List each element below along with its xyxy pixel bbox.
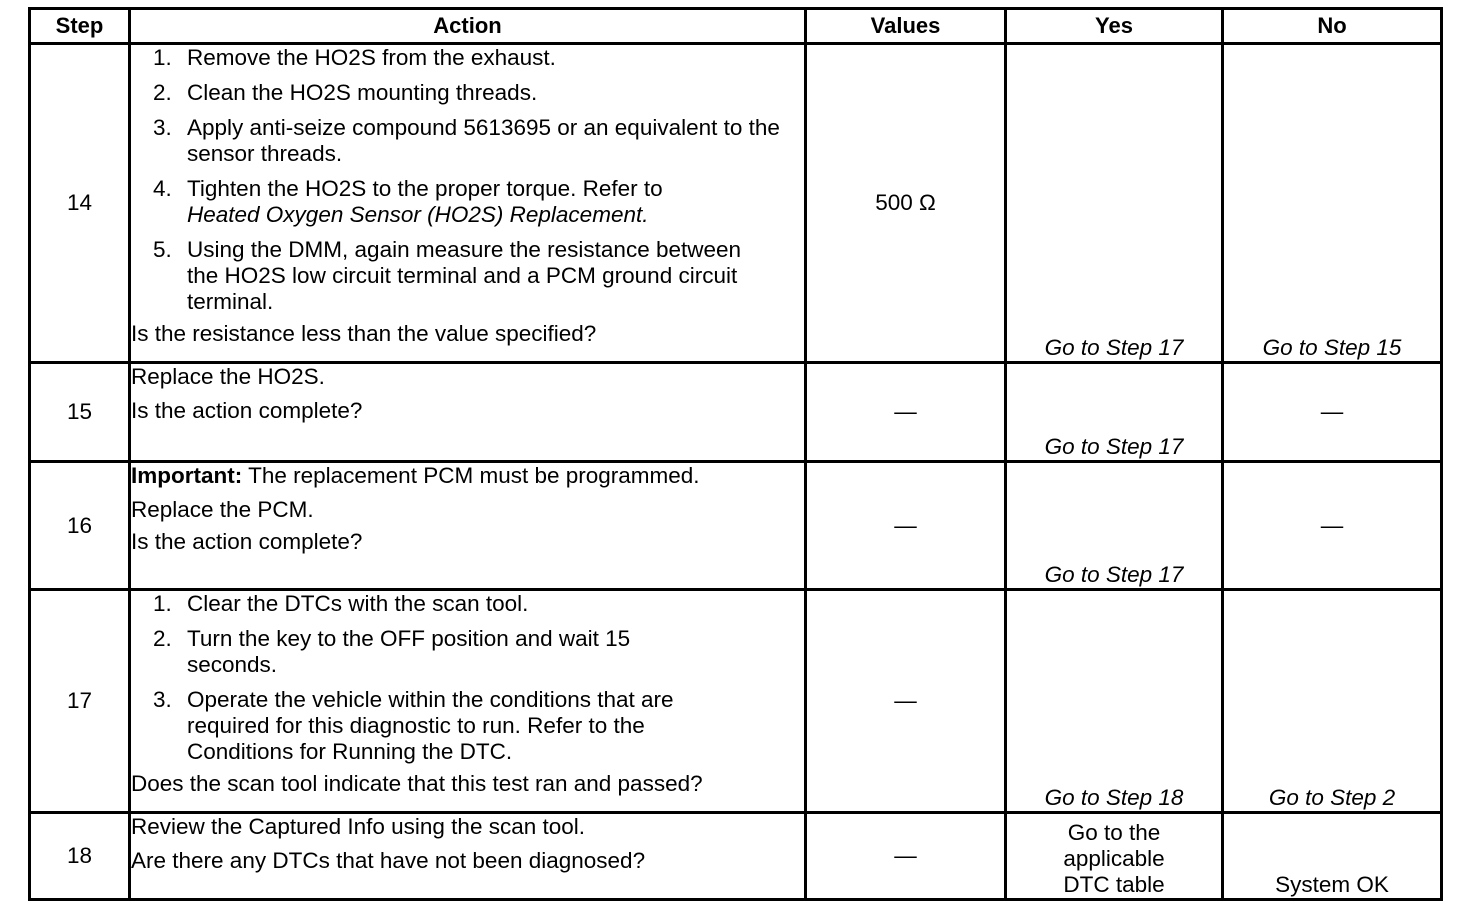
item-number: 4. — [153, 176, 172, 201]
instruction-text: Replace the HO2S. — [131, 364, 325, 389]
yes-result: Go to Step 17 — [1004, 361, 1224, 463]
item-number: 1. — [153, 45, 172, 70]
action-cell: Important: The replacement PCM must be p… — [128, 460, 807, 591]
diagnostic-table: Step Action Values Yes No 14 1. Remove t… — [28, 7, 1443, 901]
action-list: 1. Remove the HO2S from the exhaust. 2. … — [131, 45, 804, 315]
action-cell: 1. Remove the HO2S from the exhaust. 2. … — [128, 42, 807, 364]
question-text: Is the resistance less than the value sp… — [131, 321, 597, 346]
list-item: 1. Clear the DTCs with the scan tool. — [153, 591, 804, 617]
list-item: 2. Clean the HO2S mounting threads. — [153, 80, 804, 106]
action-cell: 1. Clear the DTCs with the scan tool. 2.… — [128, 588, 807, 814]
question-text: Is the action complete? — [131, 529, 363, 554]
list-item: 2. Turn the key to the OFF position and … — [153, 626, 804, 678]
item-text: Turn the key to the OFF position and wai… — [187, 626, 631, 677]
yes-line: applicable — [1063, 846, 1165, 871]
step-number: 18 — [28, 811, 131, 901]
yes-line: Go to the — [1067, 820, 1161, 845]
no-result: — — [1221, 460, 1443, 591]
important-label: Important: — [131, 463, 243, 488]
item-number: 2. — [153, 80, 172, 105]
header-yes: Yes — [1004, 7, 1224, 45]
important-note: Important: The replacement PCM must be p… — [131, 463, 804, 489]
values-cell: — — [804, 811, 1007, 901]
no-result: System OK — [1221, 811, 1443, 901]
values-cell: — — [804, 361, 1007, 463]
table-row-step-18: 18 Review the Captured Info using the sc… — [28, 811, 1443, 901]
header-no: No — [1221, 7, 1443, 45]
item-number: 3. — [153, 115, 172, 140]
reference-link-text: Heated Oxygen Sensor (HO2S) Replacement. — [187, 202, 649, 227]
item-text: Clean the HO2S mounting threads. — [187, 80, 538, 105]
instruction-text: Replace the PCM. — [131, 497, 314, 522]
no-result: Go to Step 15 — [1221, 42, 1443, 364]
yes-line: DTC table — [1063, 872, 1165, 897]
item-text: Using the DMM, again measure the resista… — [187, 237, 742, 314]
question-text: Is the action complete? — [131, 398, 363, 423]
list-item: 5. Using the DMM, again measure the resi… — [153, 237, 804, 315]
values-cell: 500 Ω — [804, 42, 1007, 364]
item-number: 1. — [153, 591, 172, 616]
step-number: 16 — [28, 460, 131, 591]
header-row: Step Action Values Yes No — [28, 7, 1443, 45]
important-text: The replacement PCM must be programmed. — [248, 463, 700, 488]
item-text: Remove the HO2S from the exhaust. — [187, 45, 556, 70]
action-list: 1. Clear the DTCs with the scan tool. 2.… — [131, 591, 804, 765]
action-cell: Review the Captured Info using the scan … — [128, 811, 807, 901]
item-text-main: Tighten the HO2S to the proper torque. R… — [187, 176, 663, 201]
yes-result: Go to Step 17 — [1004, 460, 1224, 591]
item-text: Apply anti-seize compound 5613695 or an … — [187, 115, 780, 166]
question-text: Does the scan tool indicate that this te… — [131, 771, 703, 796]
yes-result: Go to the applicable DTC table — [1004, 811, 1224, 901]
table-row-step-16: 16 Important: The replacement PCM must b… — [28, 460, 1443, 591]
item-text: Operate the vehicle within the condition… — [187, 687, 674, 764]
yes-result: Go to Step 17 — [1004, 42, 1224, 364]
item-number: 2. — [153, 626, 172, 651]
question-text: Are there any DTCs that have not been di… — [131, 848, 646, 873]
list-item: 3. Operate the vehicle within the condit… — [153, 687, 804, 765]
no-result: Go to Step 2 — [1221, 588, 1443, 814]
header-values: Values — [804, 7, 1007, 45]
step-number: 17 — [28, 588, 131, 814]
action-cell: Replace the HO2S. Is the action complete… — [128, 361, 807, 463]
header-action: Action — [128, 7, 807, 45]
item-text: Tighten the HO2S to the proper torque. R… — [187, 176, 804, 228]
table-row-step-14: 14 1. Remove the HO2S from the exhaust. … — [28, 42, 1443, 364]
list-item: 4. Tighten the HO2S to the proper torque… — [153, 176, 804, 228]
list-item: 1. Remove the HO2S from the exhaust. — [153, 45, 804, 71]
step-number: 15 — [28, 361, 131, 463]
item-text: Clear the DTCs with the scan tool. — [187, 591, 529, 616]
item-number: 3. — [153, 687, 172, 712]
values-cell: — — [804, 588, 1007, 814]
table-row-step-17: 17 1. Clear the DTCs with the scan tool.… — [28, 588, 1443, 814]
header-step: Step — [28, 7, 131, 45]
instruction-text: Review the Captured Info using the scan … — [131, 814, 586, 839]
no-result: — — [1221, 361, 1443, 463]
yes-result: Go to Step 18 — [1004, 588, 1224, 814]
table-row-step-15: 15 Replace the HO2S. Is the action compl… — [28, 361, 1443, 463]
step-number: 14 — [28, 42, 131, 364]
item-number: 5. — [153, 237, 172, 262]
values-cell: — — [804, 460, 1007, 591]
list-item: 3. Apply anti-seize compound 5613695 or … — [153, 115, 804, 167]
